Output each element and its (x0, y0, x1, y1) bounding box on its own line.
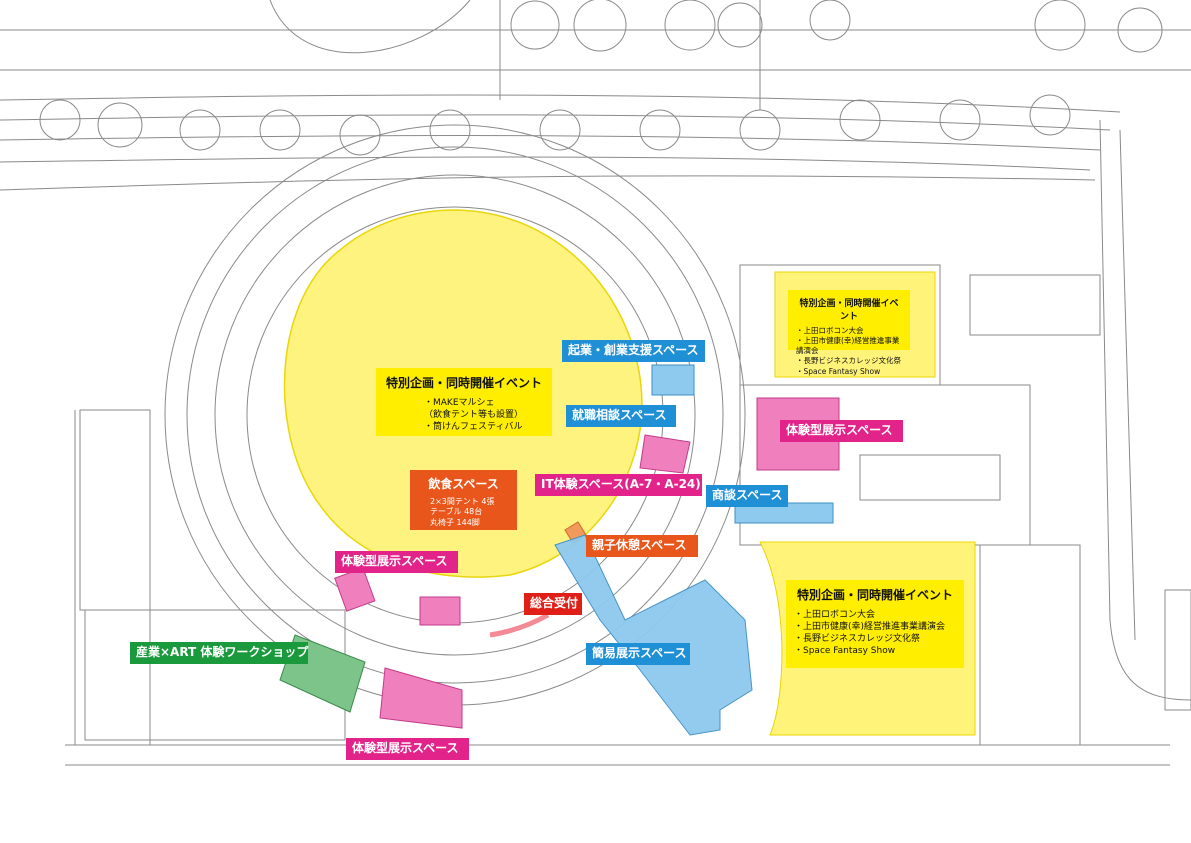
plan-linework (0, 0, 1191, 766)
label-industry-art-workshop: 産業×ART 体験ワークショップ (130, 642, 308, 664)
label-experience-exhibit-west: 体験型展示スペース (335, 551, 458, 573)
events-south-title: 特別企画・同時開催イベント (796, 588, 953, 602)
label-experience-exhibit-south: 体験型展示スペース (346, 738, 469, 760)
experience-exhibit-west-zone-2 (419, 596, 461, 626)
events-north-title: 特別企画・同時開催イベント (799, 299, 899, 322)
label-parent-child-rest: 親子休憩スペース (586, 535, 698, 557)
events-north-item: ・上田ロボコン大会 (796, 326, 864, 335)
it-experience-zone (639, 434, 691, 474)
events-south-box: 特別企画・同時開催イベント ・上田ロボコン大会 ・上田市健康(幸)経営推進事業講… (786, 580, 964, 668)
events-south-item: ・上田ロボコン大会 (794, 610, 876, 620)
simple-exhibit-zone (554, 534, 753, 736)
events-center-box: 特別企画・同時開催イベント ・MAKEマルシェ （飲食テント等も設置） ・筒けん… (376, 368, 552, 436)
events-center-item: （飲食テント等も設置） (424, 410, 524, 421)
events-center-item: ・筒けんフェスティバル (424, 422, 523, 433)
label-business-talk: 商談スペース (706, 485, 788, 507)
food-space-item: テーブル 48台 (430, 507, 483, 517)
food-space-item: 丸椅子 144脚 (430, 517, 480, 527)
experience-exhibit-west-zone-1 (334, 567, 376, 612)
events-south-item: ・上田市健康(幸)経営推進事業講演会 (794, 622, 946, 633)
events-north-box: 特別企画・同時開催イベント ・上田ロボコン大会 ・上田市健康(幸)経営推進事業講… (788, 290, 910, 376)
label-reception: 総合受付 (524, 593, 582, 615)
food-space-title: 飲食スペース (428, 477, 499, 491)
label-job-consult: 就職相談スペース (566, 405, 676, 427)
food-space-box: 飲食スペース 2×3間テント 4張 テーブル 48台 丸椅子 144脚 (410, 470, 517, 530)
label-experience-exhibit-east: 体験型展示スペース (780, 420, 903, 442)
events-north-item: ・Space Fantasy Show (796, 366, 881, 376)
events-south-item: ・Space Fantasy Show (794, 646, 896, 657)
label-it-experience: IT体験スペース(A-7・A-24) (535, 474, 702, 496)
events-center-title: 特別企画・同時開催イベント (385, 376, 542, 390)
label-startup-support: 起業・創業支援スペース (562, 340, 705, 362)
events-center-item: ・MAKEマルシェ (424, 398, 495, 408)
events-north-item: ・上田市健康(幸)経営推進事業講演会 (796, 336, 900, 356)
events-south-item: ・長野ビジネスカレッジ文化祭 (794, 634, 921, 645)
food-space-item: 2×3間テント 4張 (430, 497, 495, 506)
events-north-item: ・長野ビジネスカレッジ文化祭 (796, 356, 901, 366)
reception-counter (489, 612, 550, 638)
label-simple-exhibit: 簡易展示スペース (586, 643, 690, 665)
experience-exhibit-south-zone (379, 667, 463, 729)
startup-support-zone (651, 364, 695, 396)
